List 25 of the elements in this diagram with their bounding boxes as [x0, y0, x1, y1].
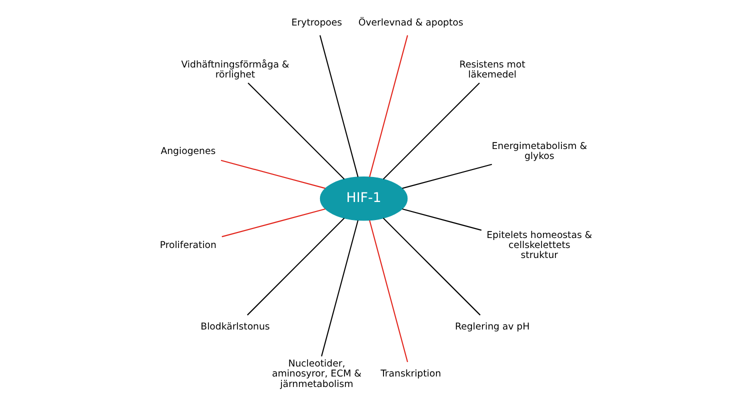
node-ellipse: HIF-1: [320, 176, 408, 221]
node-text: Erytropoes: [291, 18, 342, 29]
node-text: Epitelets homeostas & cellskelettets struktur: [486, 230, 592, 262]
node-text: Överlevnad & apoptos: [358, 18, 464, 29]
node-text: Transkription: [380, 368, 442, 380]
node-text: Proliferation: [160, 240, 216, 252]
connector: [321, 220, 358, 356]
connector: [319, 35, 358, 178]
connector: [248, 82, 345, 180]
node-text: Blodkärlstonus: [200, 322, 270, 333]
connector: [382, 218, 481, 316]
connector: [382, 82, 480, 180]
connector: [369, 35, 408, 178]
connector: [402, 164, 492, 189]
node-text: Resistens mot läkemedel: [459, 60, 526, 81]
node-text: Energimetabolism & glykos: [492, 141, 588, 162]
connector: [247, 218, 345, 316]
connector: [402, 208, 482, 231]
node-text: Nucleotider, aminosyror, ECM & järnmetabolism: [272, 358, 362, 390]
connector: [369, 220, 408, 362]
connector: [220, 160, 326, 189]
node-text: Vidhäftningsförmåga & rörlighet: [181, 60, 290, 81]
connector: [222, 208, 326, 238]
node-text: Reglering av pH: [454, 322, 530, 333]
node-text: Angiogenes: [160, 146, 216, 158]
